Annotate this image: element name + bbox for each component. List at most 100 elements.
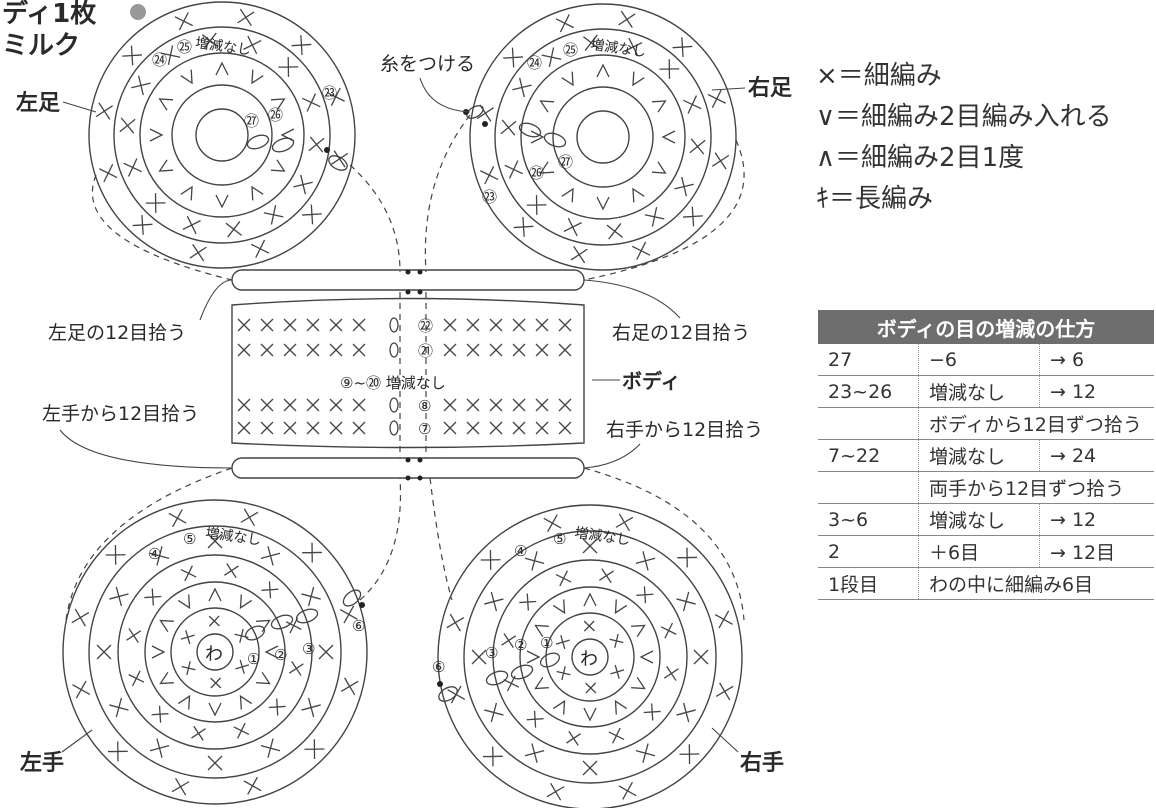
legend-item: ｷ＝長編み (816, 179, 1112, 220)
round-label-23: ㉓ (482, 188, 497, 206)
sc-stitch-icon (288, 661, 304, 676)
sc-stitch-icon (711, 152, 730, 170)
inc-stitch-icon (159, 619, 174, 633)
inc-stitch-icon (158, 98, 174, 111)
sc-stitch-icon (180, 630, 195, 645)
inc-stitch-icon (661, 130, 676, 144)
left-hand-label: 左手 (20, 750, 64, 776)
right-hand-label: 右手 (740, 751, 784, 776)
sc-stitch-icon (237, 398, 251, 412)
left-foot-label: 左足 (16, 90, 60, 116)
sc-stitch-icon (181, 661, 196, 676)
sc-stitch-icon (482, 746, 503, 767)
inc-stitch-icon (526, 650, 541, 664)
sc-stitch-icon (174, 12, 193, 31)
round-label-26: ㉖ (529, 164, 544, 182)
inc-stitch-icon (180, 185, 193, 201)
round-label-24: ㉔ (527, 54, 542, 72)
left-hand-chart: わ ④ ⑤ 増減なし ① ② ③ ⑥ (62, 499, 368, 805)
sc-stitch-icon (207, 755, 223, 771)
sc-stitch-icon (484, 702, 504, 723)
sc-stitch-icon (293, 174, 313, 195)
sc-stitch-icon (512, 77, 532, 98)
sc-stitch-icon (503, 47, 523, 68)
dc-symbol-icon: ｷ (816, 184, 830, 214)
inc-stitch-icon (596, 196, 610, 211)
inc-stitch-icon (534, 624, 549, 638)
attach-yarn-label: 糸をつける (380, 53, 475, 75)
sc-stitch-icon (71, 608, 90, 627)
no-change-label: 増減なし (574, 524, 632, 549)
sc-stitch-icon (201, 32, 219, 49)
table-title: ボディの目の増減の仕方 (818, 310, 1154, 344)
table-row: 両手から12目ずつ拾う (818, 471, 1154, 504)
sc-stitch-icon (329, 318, 343, 332)
inc-stitch-icon (251, 185, 264, 201)
sc-stitch-icon (233, 722, 250, 739)
sc-stitch-icon (500, 119, 517, 136)
sc-stitch-icon (512, 398, 526, 412)
sc-stitch-icon (278, 57, 299, 77)
decrease-symbol-icon: ∧ (816, 143, 836, 173)
sc-stitch-icon (237, 8, 255, 27)
sc-stitch-icon (582, 34, 600, 51)
sc-stitch-icon (260, 546, 281, 566)
sc-stitch-icon (302, 542, 323, 563)
sc-stitch-icon (555, 14, 574, 33)
sc-stitch-icon (512, 421, 526, 435)
legend-item: ×＝細編み (816, 56, 1112, 97)
header-color: ミルク (2, 31, 80, 61)
sc-stitch-icon (693, 649, 709, 665)
row-result: → 24 (1039, 439, 1154, 472)
sc-stitch-icon (126, 628, 142, 643)
sc-stitch-icon (466, 343, 480, 357)
header-bullet-icon (130, 4, 146, 20)
sc-stitch-icon (643, 703, 661, 721)
sc-stitch-icon (235, 659, 250, 674)
inc-stitch-icon (270, 98, 286, 111)
sc-stitch-icon (676, 702, 696, 723)
right-hand-chart: わ ④ ⑤ 増減なし ① ② ③ ⑥ (432, 504, 743, 808)
inc-stitch-icon (208, 702, 222, 717)
sc-stitch-icon (283, 343, 297, 357)
inc-stitch-icon (552, 699, 566, 715)
sc-stitch-icon (260, 398, 274, 412)
sc-stitch-icon (443, 421, 457, 435)
inc-stitch-icon (583, 707, 597, 722)
sc-stitch-icon (301, 697, 321, 718)
sc-stitch-icon (689, 138, 706, 155)
sc-stitch-icon (489, 318, 503, 332)
sc-stitch-icon (446, 613, 465, 632)
sc-stitch-icon (659, 59, 680, 79)
sc-stitch-icon (618, 10, 636, 29)
sc-stitch-icon (555, 635, 570, 650)
body-label: ボディ (622, 369, 681, 393)
row-round: 3~6 (818, 503, 919, 536)
sc-stitch-icon (263, 205, 284, 225)
sc-stitch-icon (224, 563, 239, 579)
sc-stitch-icon (570, 245, 588, 264)
sc-stitch-icon (632, 241, 651, 260)
sc-stitch-icon (109, 697, 129, 718)
sc-stitch-icon (635, 743, 656, 763)
sc-stitch-icon (471, 649, 487, 665)
inc-stitch-icon (177, 594, 191, 610)
sc-stitch-icon (526, 195, 547, 215)
row-note: 両手から12目ずつ拾う (918, 471, 1154, 504)
inc-stitch-icon (561, 71, 574, 87)
sc-stitch-icon (660, 622, 677, 639)
inc-stitch-icon (149, 128, 164, 142)
chain-stitch-icon (389, 317, 399, 333)
right-foot-chart: ㉔ ㉕ 増減なし ㉓ ㉖ ㉗ (463, 3, 737, 271)
sc-stitch-icon (122, 45, 142, 66)
inc-stitch-icon (239, 594, 253, 610)
sc-stitch-icon (191, 725, 206, 741)
sc-stitch-icon (329, 398, 343, 412)
sc-stitch-icon (260, 738, 281, 758)
inc-stitch-icon (639, 650, 654, 664)
legend-text: ＝細編み2目編み入れる (835, 102, 1112, 132)
sc-stitch-icon (582, 538, 598, 554)
increase-symbol-icon: ∨ (816, 102, 836, 132)
sc-stitch-icon (237, 343, 251, 357)
sc-stitch-icon (608, 727, 625, 744)
